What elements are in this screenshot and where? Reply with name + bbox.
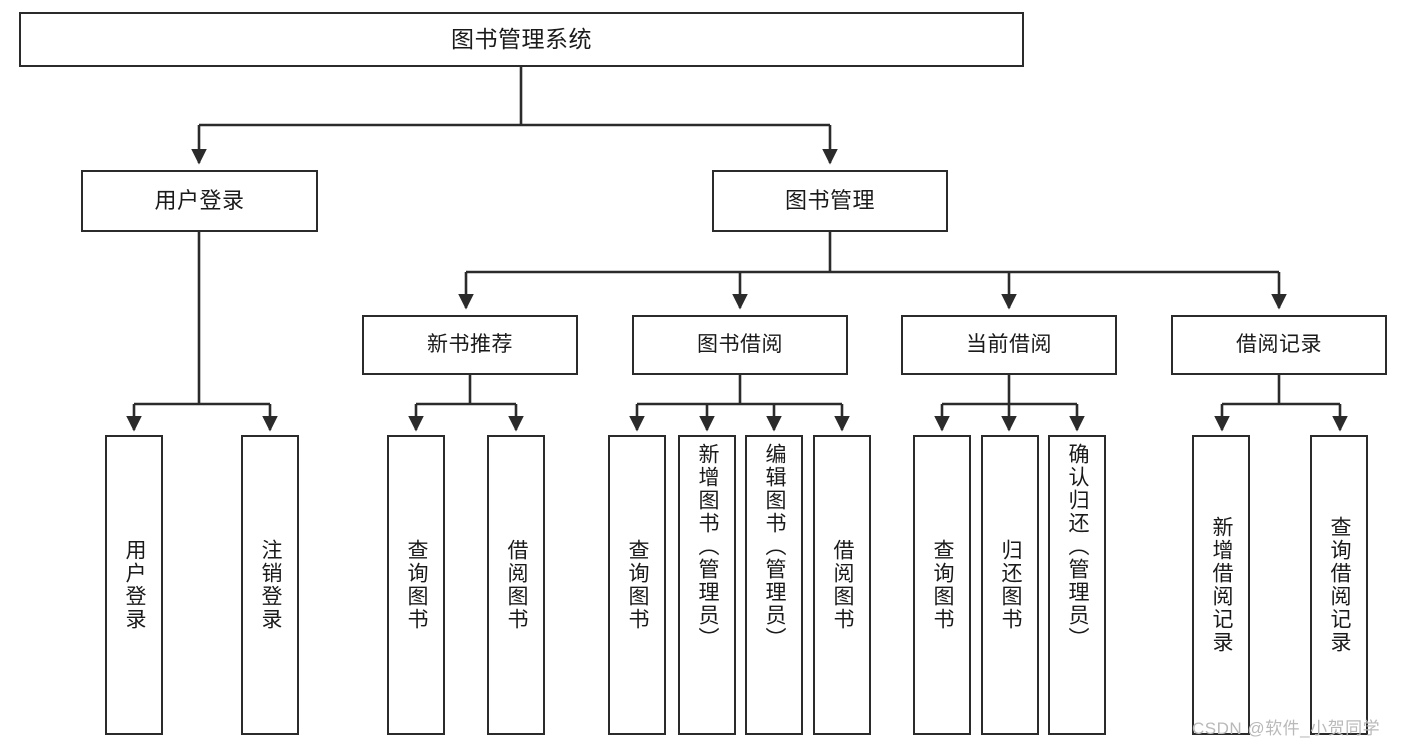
node-user-login[interactable]: 用户登录	[81, 170, 318, 232]
node-book-borrow[interactable]: 图书借阅	[632, 315, 848, 375]
node-label: 编辑图书（管理员）	[763, 443, 787, 650]
leaf-query-book-recommend[interactable]: 查询图书	[387, 435, 445, 735]
watermark: CSDN @软件_小贺同学	[1192, 719, 1381, 738]
node-label: 图书管理	[784, 188, 875, 214]
node-label: 确认归还（管理员）	[1066, 443, 1090, 650]
node-new-book-recommend[interactable]: 新书推荐	[362, 315, 578, 375]
node-label: 图书管理系统	[451, 26, 592, 53]
leaf-query-book-borrow[interactable]: 查询图书	[608, 435, 666, 735]
leaf-add-book-admin[interactable]: 新增图书（管理员）	[678, 435, 736, 735]
leaf-query-borrow-record[interactable]: 查询借阅记录	[1310, 435, 1368, 735]
leaf-return-book[interactable]: 归还图书	[981, 435, 1039, 735]
leaf-borrow-book[interactable]: 借阅图书	[813, 435, 871, 735]
node-label: 借阅记录	[1236, 332, 1322, 356]
node-root-system[interactable]: 图书管理系统	[19, 12, 1024, 67]
node-label: 查询图书	[405, 539, 429, 631]
leaf-user-logout[interactable]: 注销登录	[241, 435, 299, 735]
node-label: 新增图书（管理员）	[696, 443, 720, 650]
leaf-edit-book-admin[interactable]: 编辑图书（管理员）	[745, 435, 803, 735]
node-label: 图书借阅	[697, 332, 783, 356]
node-label: 用户登录	[154, 188, 245, 214]
leaf-query-book-current[interactable]: 查询图书	[913, 435, 971, 735]
node-label: 借阅图书	[831, 539, 855, 631]
node-label: 归还图书	[999, 539, 1023, 631]
leaf-confirm-return-admin[interactable]: 确认归还（管理员）	[1048, 435, 1106, 735]
node-label: 新书推荐	[427, 332, 513, 356]
node-label: 查询图书	[931, 539, 955, 631]
leaf-user-login[interactable]: 用户登录	[105, 435, 163, 735]
node-label: 新增借阅记录	[1210, 516, 1234, 654]
node-label: 当前借阅	[966, 332, 1052, 356]
node-label: 注销登录	[259, 539, 283, 631]
leaf-add-borrow-record[interactable]: 新增借阅记录	[1192, 435, 1250, 735]
node-label: 查询图书	[626, 539, 650, 631]
leaf-borrow-book-recommend[interactable]: 借阅图书	[487, 435, 545, 735]
node-book-management[interactable]: 图书管理	[712, 170, 948, 232]
node-borrow-record[interactable]: 借阅记录	[1171, 315, 1387, 375]
node-label: 用户登录	[123, 539, 147, 631]
node-label: 借阅图书	[505, 539, 529, 631]
node-label: 查询借阅记录	[1328, 516, 1352, 654]
node-current-borrow[interactable]: 当前借阅	[901, 315, 1117, 375]
